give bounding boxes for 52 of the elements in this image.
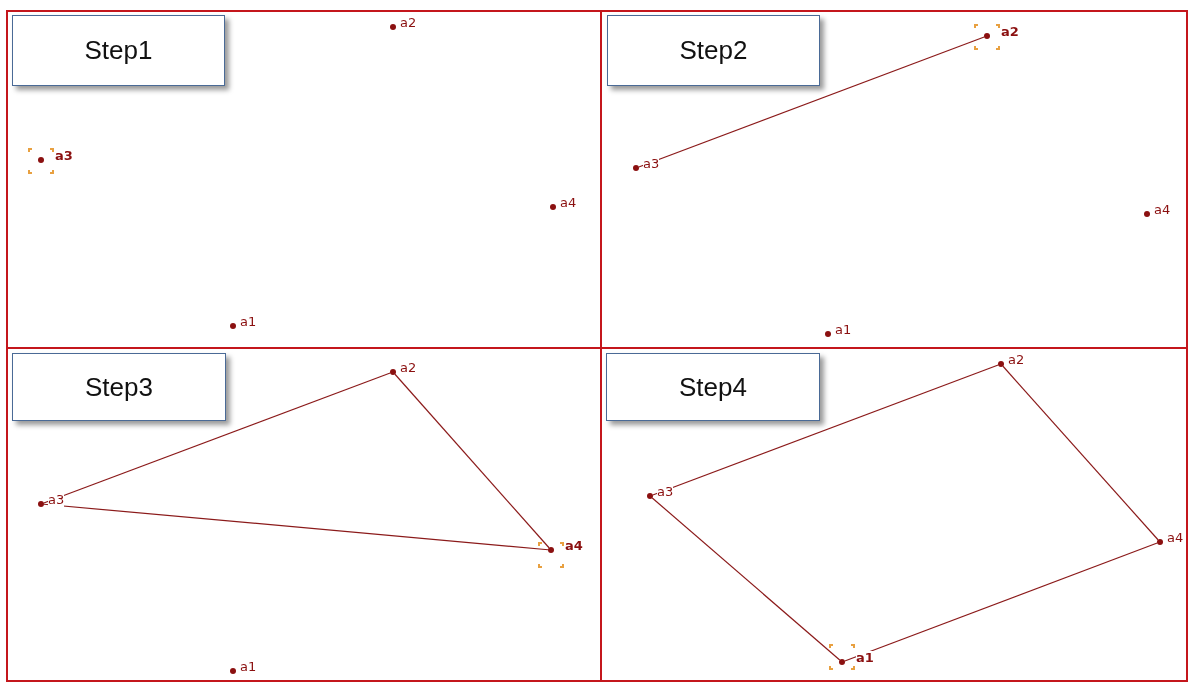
panel-frame [6,10,602,349]
connector-line [43,372,391,504]
point-label: a2 [400,16,417,30]
point-dot [1157,539,1163,545]
point-label: a1 [240,660,257,674]
point-label: a2 [1008,353,1025,367]
point-dot [38,501,44,507]
point-label: a2 [400,361,417,375]
connector-line [651,497,841,661]
point-dot [548,547,554,553]
selection-marker [538,542,564,568]
connector-line [1002,365,1159,541]
point-dot [839,659,845,665]
point-label: a4 [1167,531,1184,545]
step-label-box: Step4 [606,353,820,421]
point-label: a3 [48,493,65,507]
selection-marker [974,24,1000,50]
point-dot [230,323,236,329]
point-label: a4 [1154,203,1171,217]
connector-line [394,373,550,549]
connector-line [43,503,549,551]
point-dot [984,33,990,39]
point-label: a4 [565,539,583,553]
point-dot [1144,211,1150,217]
point-dot [230,668,236,674]
point-dot [390,24,396,30]
point-dot [550,204,556,210]
point-label: a1 [856,651,874,665]
point-dot [647,493,653,499]
step-label-box: Step3 [12,353,226,421]
connector-line [844,542,1158,662]
panel-frame [600,10,1188,349]
step-label-box: Step2 [607,15,820,86]
step-label-box: Step1 [12,15,225,86]
panel-frame [600,347,1188,682]
point-label: a1 [835,323,852,337]
connector-line [638,36,985,168]
point-dot [633,165,639,171]
point-dot [390,369,396,375]
point-label: a2 [1001,25,1019,39]
point-dot [825,331,831,337]
point-label: a3 [643,157,660,171]
connector-line [652,364,999,496]
point-label: a1 [240,315,257,329]
point-label: a3 [657,485,674,499]
point-dot [998,361,1004,367]
panel-frame [6,347,602,682]
point-dot [38,157,44,163]
selection-marker [28,148,54,174]
point-label: a4 [560,196,577,210]
selection-marker [829,644,855,670]
point-label: a3 [55,149,73,163]
